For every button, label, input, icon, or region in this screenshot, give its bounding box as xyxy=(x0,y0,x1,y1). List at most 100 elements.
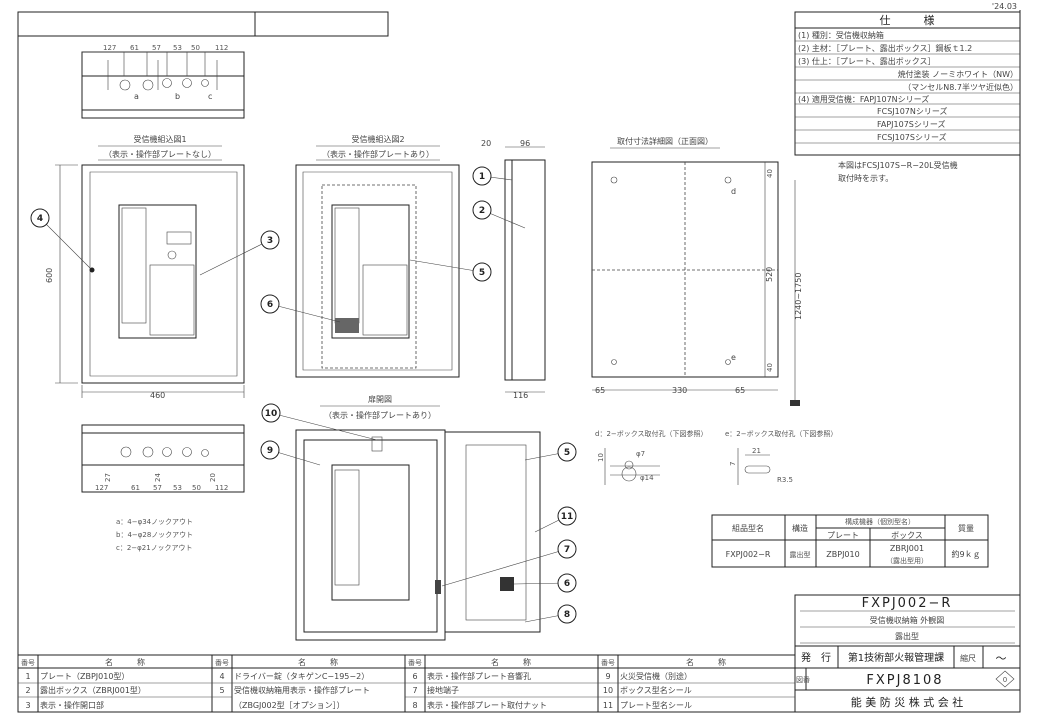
view-title: 受信機組込図2 xyxy=(351,134,404,144)
table-header: 質量 xyxy=(958,523,974,533)
knockout-note: c：2−φ21ノックアウト xyxy=(116,544,193,552)
knockout-label: c xyxy=(208,92,212,101)
table-header: 組品型名 xyxy=(732,523,764,533)
dim-label: 96 xyxy=(520,139,530,148)
dim-label: 53 xyxy=(173,44,182,52)
balloon-number: 5 xyxy=(564,448,570,458)
part-name: ボックス型名シール xyxy=(620,685,692,695)
dim-label: 61 xyxy=(131,484,140,492)
balloon-number: 5 xyxy=(479,268,485,278)
spec-note: 取付時を示す。 xyxy=(838,173,893,183)
dim-label: R3.5 xyxy=(777,476,793,484)
dim-label: 65 xyxy=(735,386,745,395)
table-cell: 約9ｋｇ xyxy=(951,549,980,559)
spec-row: (4) 適用受信機：FAPJ107Nシリーズ xyxy=(798,94,929,104)
dim-label: 24 xyxy=(154,473,162,482)
dim-label: 50 xyxy=(192,484,201,492)
part-name: 火災受信機（別途） xyxy=(620,671,692,681)
view-title: 受信機組込図1 xyxy=(133,134,186,144)
balloon-circle xyxy=(260,440,280,460)
table-header: 構成機器（個別型名） xyxy=(845,517,915,526)
dim-label: 112 xyxy=(215,484,228,492)
balloon-number: 6 xyxy=(267,300,273,310)
spec-note: 本図はFCSJ107S−R−20L受信機 xyxy=(838,160,958,170)
balloon-number: 3 xyxy=(267,236,273,246)
part-number: 9 xyxy=(605,672,610,681)
leader-line xyxy=(199,239,271,276)
dim-label: 330 xyxy=(672,386,687,395)
part-number: 7 xyxy=(412,686,417,695)
scale-value: 〜 xyxy=(996,652,1007,665)
part-name: 表示・操作部プレート取付ナット xyxy=(427,700,547,710)
scale-label: 縮尺 xyxy=(960,653,976,663)
table-cell: ZBPJ010 xyxy=(826,550,859,559)
balloon-circle xyxy=(557,573,577,593)
title-block: FXPJ002−R 受信機収納箱 外観図 露出型 発 行 第1技術部火報管理課 … xyxy=(794,594,1021,713)
table-cell: FXPJ002−R xyxy=(726,550,771,559)
balloon-number: 2 xyxy=(479,206,485,216)
spec-row: (2) 主材：［プレート、露出ボックス］鋼板ｔ1.2 xyxy=(798,43,972,53)
hole-label: d xyxy=(731,187,736,196)
spec-row: （マンセルN8.7半ツヤ近似色） xyxy=(903,82,1018,92)
issue-label: 発 行 xyxy=(801,651,831,664)
model-number: FXPJ002−R xyxy=(862,596,953,611)
part-number: 3 xyxy=(25,701,30,710)
company-name: 能 美 防 災 株 式 会 社 xyxy=(851,695,963,709)
table-cell: 露出型 xyxy=(790,550,811,559)
spec-row: FCSJ107Sシリーズ xyxy=(877,132,947,142)
balloon-circle xyxy=(260,230,280,250)
leader-line xyxy=(39,217,91,269)
door-open-view: 扉開図 （表示・操作部プレートあり） xyxy=(295,394,541,641)
balloon-number: 8 xyxy=(564,610,570,620)
detail-title: e：2−ボックス取付孔（下図参照） xyxy=(725,429,837,438)
leader-line xyxy=(270,412,378,441)
part-name: 受信機収納箱用表示・操作部プレート xyxy=(234,685,370,695)
spec-row: FAPJ107Sシリーズ xyxy=(877,119,945,129)
dim-label: 7 xyxy=(729,462,737,466)
view-subtitle: （表示・操作部プレートあり） xyxy=(324,410,436,420)
dim-label: 127 xyxy=(103,44,116,52)
balloon-circle xyxy=(260,294,280,314)
knockout-label: b xyxy=(175,92,180,101)
dim-label: 116 xyxy=(513,391,528,400)
balloon-circle xyxy=(472,166,492,186)
part-name: プレート型名シール xyxy=(620,700,692,710)
leader-line xyxy=(409,259,483,273)
dim-label: 1240~1750 xyxy=(794,273,803,320)
view-subtitle: （表示・操作部プレートなし） xyxy=(104,149,216,159)
dim-label: 57 xyxy=(153,484,162,492)
balloon-circle xyxy=(472,200,492,220)
dim-label: 20 xyxy=(481,139,491,148)
part-number: 10 xyxy=(603,686,613,695)
dim-label: 53 xyxy=(173,484,182,492)
leader-line xyxy=(441,548,568,587)
part-number: 8 xyxy=(412,701,417,710)
knockout-label: a xyxy=(134,92,139,101)
table-header: ボックス xyxy=(891,531,923,540)
drawing-name: 受信機収納箱 外観図 xyxy=(870,615,945,625)
dim-label: φ14 xyxy=(640,474,654,482)
dim-label: 112 xyxy=(215,44,228,52)
balloon-circle xyxy=(472,262,492,282)
part-number: 2 xyxy=(25,686,30,695)
balloon-number: 10 xyxy=(265,409,278,419)
drawing-number: FXPJ8108 xyxy=(866,673,943,688)
parts-header: 名 称 xyxy=(105,657,145,667)
parts-header: 番号 xyxy=(408,659,422,667)
part-name: プレート（ZBPJ010型） xyxy=(40,672,129,681)
spec-row: 焼付塗装 ノーミホワイト（NW） xyxy=(898,69,1018,79)
detail-title: d：2−ボックス取付孔（下図参照） xyxy=(595,429,708,438)
balloon-circle xyxy=(557,506,577,526)
bottom-view: 127 61 57 53 50 112 27 24 20 a：4−φ34ノックア… xyxy=(81,424,245,552)
part-number: 6 xyxy=(412,672,417,681)
component-table: 組品型名 構造 構成機器（個別型名） プレート ボックス 質量 FXPJ002−… xyxy=(711,514,989,568)
mounting-view: 取付寸法詳細図（正面図） d e 65 330 65 40 520 40 124… xyxy=(591,136,803,406)
dim-label: 10 xyxy=(597,453,605,462)
top-view: 127 61 57 53 50 112 a b c xyxy=(81,44,245,119)
part-number: 5 xyxy=(219,686,224,695)
balloon-number: 1 xyxy=(479,172,485,182)
dim-label: 127 xyxy=(95,484,108,492)
knockout-note: a：4−φ34ノックアウト xyxy=(116,518,193,526)
